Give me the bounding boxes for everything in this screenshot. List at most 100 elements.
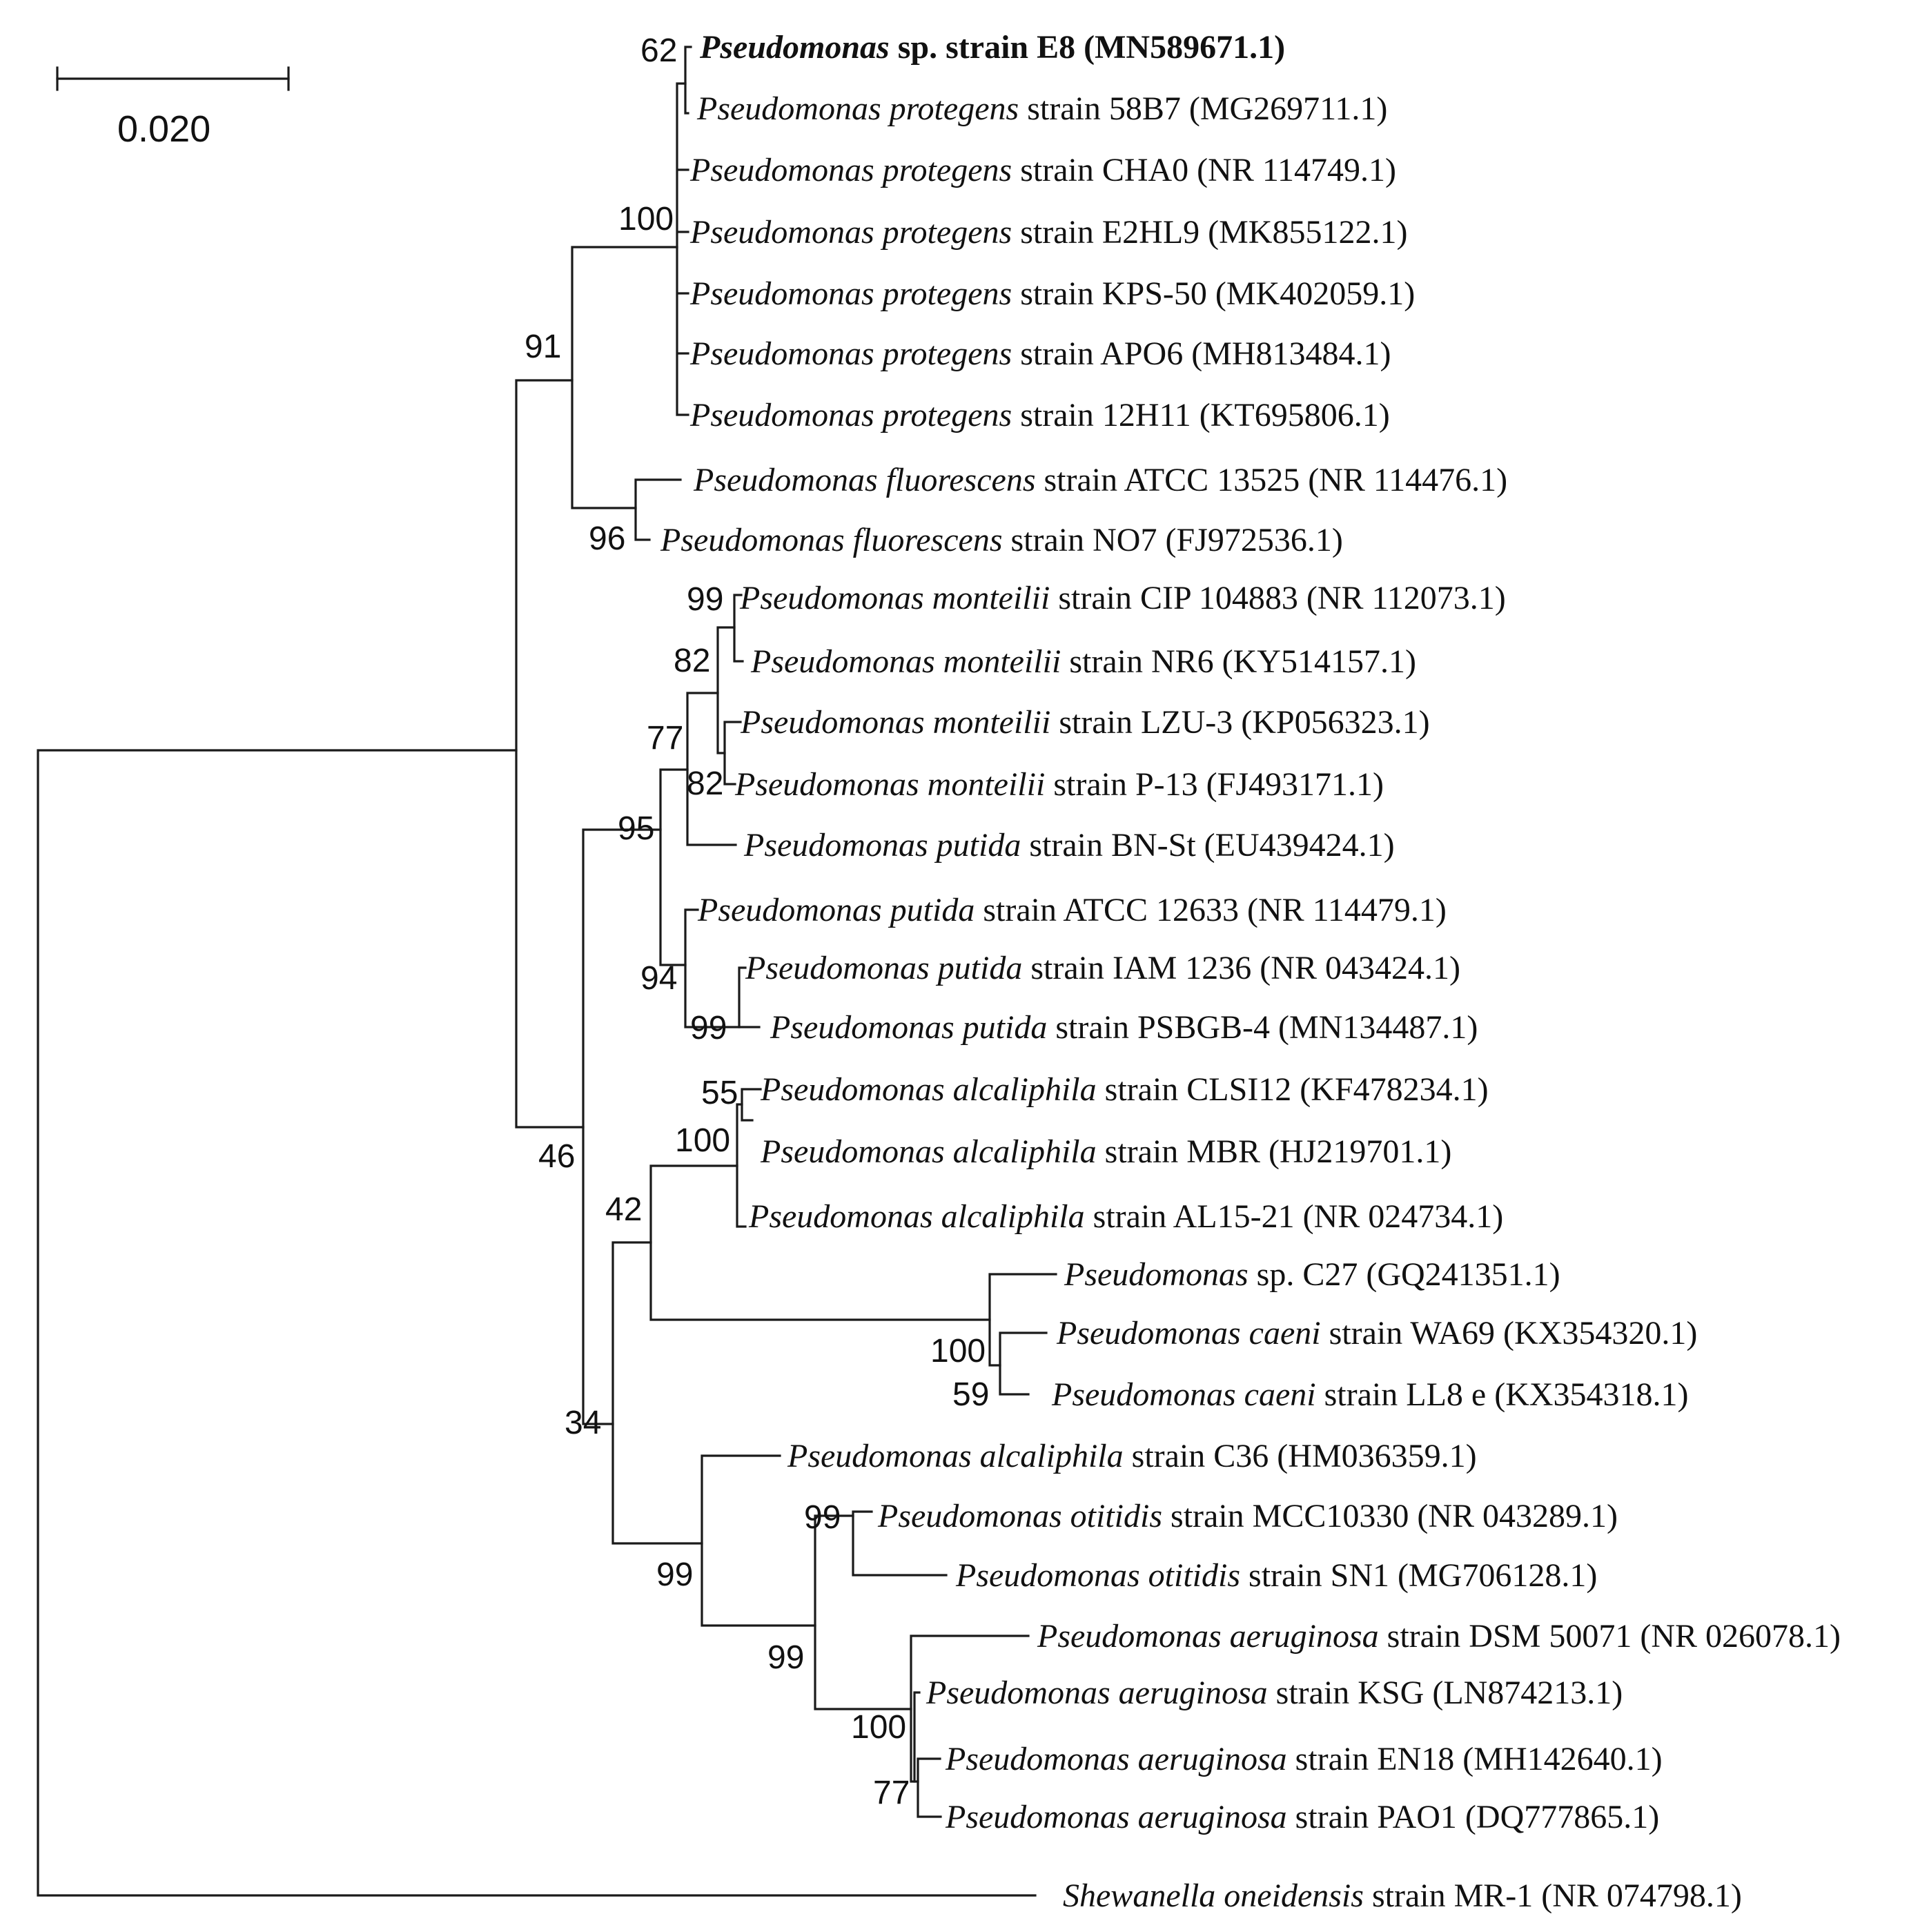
bootstrap-label: 77 xyxy=(647,720,683,757)
taxon-strain: PSBGB-4 xyxy=(1129,1009,1270,1046)
taxon-accession: (MH142640.1) xyxy=(1454,1741,1662,1777)
taxon-accession: (MG706128.1) xyxy=(1389,1557,1597,1594)
taxon-accession: (GQ241351.1) xyxy=(1358,1256,1560,1293)
taxon-species: alcaliphila xyxy=(945,1071,1097,1108)
bootstrap-label: 100 xyxy=(930,1333,986,1369)
taxon-strain: 12H11 xyxy=(1094,397,1191,433)
taxon-genus: Pseudomonas xyxy=(740,704,925,741)
taxon-genus: Pseudomonas xyxy=(760,1133,945,1170)
taxon-label: Pseudomonas putida strain ATCC 12633 (NR… xyxy=(697,892,1447,928)
taxon-label: Pseudomonas protegens strain CHA0 (NR 11… xyxy=(689,152,1396,188)
bootstrap-values: 62 100 91 96 99 82 77 82 95 94 99 55 100… xyxy=(525,32,989,1811)
taxon-species: putida xyxy=(930,950,1023,986)
taxon-accession: (NR 114479.1) xyxy=(1239,892,1447,928)
taxon-genus: Pseudomonas xyxy=(1051,1376,1236,1413)
taxon-genus: Pseudomonas xyxy=(739,580,924,616)
taxon-genus: Pseudomonas xyxy=(1064,1256,1249,1293)
bootstrap-label: 82 xyxy=(674,643,710,679)
taxon-genus: Shewanella xyxy=(1063,1877,1215,1914)
taxon-strain: MCC10330 xyxy=(1244,1498,1409,1534)
taxon-strain-word: strain xyxy=(1162,1498,1244,1534)
taxon-accession: (MH813484.1) xyxy=(1183,335,1391,372)
taxon-genus: Pseudomonas xyxy=(955,1557,1140,1594)
taxon-species: fluorescens xyxy=(845,522,1003,558)
taxon-strain: EN18 xyxy=(1369,1741,1454,1777)
taxon-genus: Pseudomonas xyxy=(787,1438,972,1474)
taxon-species: fluorescens xyxy=(878,462,1036,498)
taxon-species: oneidensis xyxy=(1215,1877,1364,1914)
taxon-strain: BN-St xyxy=(1103,827,1196,863)
taxon-genus: Pseudomonas xyxy=(660,522,845,558)
taxon-accession: (DQ777865.1) xyxy=(1457,1799,1659,1835)
taxon-strain-word: strain xyxy=(1036,462,1118,498)
taxon-label: Pseudomonas alcaliphila strain MBR (HJ21… xyxy=(760,1133,1451,1170)
taxon-accession: (MN589671.1) xyxy=(1075,29,1285,66)
taxon-accession: (MG269711.1) xyxy=(1181,90,1388,127)
taxon-genus: Pseudomonas xyxy=(734,766,919,803)
taxon-label: Pseudomonas sp. strain E8 (MN589671.1) xyxy=(699,29,1285,66)
taxon-label: Pseudomonas otitidis strain MCC10330 (NR… xyxy=(877,1498,1618,1534)
taxon-accession: (KX354320.1) xyxy=(1495,1315,1697,1352)
taxon-strain: CLSI12 xyxy=(1178,1071,1291,1108)
taxon-label: Pseudomonas alcaliphila strain CLSI12 (K… xyxy=(760,1071,1489,1108)
taxon-strain: SN1 xyxy=(1322,1557,1389,1594)
taxon-labels: Pseudomonas sp. strain E8 (MN589671.1)Ps… xyxy=(660,29,1841,1914)
taxon-strain: CIP 104883 xyxy=(1132,580,1298,616)
taxon-species: alcaliphila xyxy=(945,1133,1097,1170)
taxon-species: protegens xyxy=(874,275,1012,312)
taxon-accession: (HJ219701.1) xyxy=(1260,1133,1451,1170)
taxon-strain-word: strain xyxy=(1321,1315,1403,1352)
taxon-species: protegens xyxy=(874,335,1012,372)
taxon-species: protegens xyxy=(881,90,1019,127)
taxon-accession: (NR 043289.1) xyxy=(1409,1498,1618,1534)
taxon-genus: Pseudomonas xyxy=(748,1198,933,1235)
taxon-strain: CHA0 xyxy=(1094,152,1188,188)
taxon-strain: KPS-50 xyxy=(1094,275,1207,312)
taxon-strain-word: strain xyxy=(1240,1557,1322,1594)
taxon-label: Pseudomonas monteilii strain CIP 104883 … xyxy=(739,580,1506,616)
taxon-genus: Pseudomonas xyxy=(1037,1618,1222,1655)
taxon-label: Pseudomonas fluorescens strain NO7 (FJ97… xyxy=(660,522,1343,558)
taxon-strain: strain E8 xyxy=(937,29,1075,66)
taxon-genus: Pseudomonas xyxy=(743,827,928,863)
bootstrap-label: 55 xyxy=(701,1075,738,1111)
taxon-strain-word: strain xyxy=(1021,827,1103,863)
taxon-strain-word: strain xyxy=(1097,1071,1179,1108)
taxon-label: Pseudomonas protegens strain APO6 (MH813… xyxy=(689,335,1391,372)
taxon-strain-word: strain xyxy=(1061,643,1143,680)
taxon-species: putida xyxy=(928,827,1021,863)
taxon-genus: Pseudomonas xyxy=(689,214,874,251)
taxon-label: Pseudomonas alcaliphila strain C36 (HM03… xyxy=(787,1438,1477,1474)
taxon-species: monteilii xyxy=(925,704,1051,741)
taxon-strain: LZU-3 xyxy=(1133,704,1233,741)
bootstrap-label: 34 xyxy=(565,1405,601,1441)
taxon-label: Pseudomonas protegens strain 12H11 (KT69… xyxy=(689,397,1390,433)
taxon-species: caeni xyxy=(1236,1376,1316,1413)
taxon-genus: Pseudomonas xyxy=(945,1799,1130,1835)
taxon-genus: Pseudomonas xyxy=(699,29,890,66)
taxon-strain: MR-1 xyxy=(1446,1877,1534,1914)
taxon-accession: (NR 114749.1) xyxy=(1188,152,1396,188)
taxon-strain-word: strain xyxy=(1012,397,1094,433)
taxon-species: monteilii xyxy=(919,766,1046,803)
taxon-strain-word: strain xyxy=(1045,766,1127,803)
taxon-label: Pseudomonas aeruginosa strain KSG (LN874… xyxy=(926,1675,1623,1711)
taxon-accession: (EU439424.1) xyxy=(1196,827,1395,863)
taxon-label: Pseudomonas fluorescens strain ATCC 1352… xyxy=(693,462,1507,498)
taxon-strain-word: strain xyxy=(1097,1133,1179,1170)
taxon-accession: (LN874213.1) xyxy=(1424,1675,1623,1711)
taxon-strain-word: strain xyxy=(1047,1009,1129,1046)
bootstrap-label: 77 xyxy=(873,1775,910,1811)
taxon-strain-word: strain xyxy=(1287,1799,1369,1835)
taxon-accession: (KF478234.1) xyxy=(1291,1071,1488,1108)
bootstrap-label: 100 xyxy=(851,1709,906,1746)
bootstrap-label: 99 xyxy=(690,1010,727,1046)
taxon-label: Pseudomonas monteilii strain LZU-3 (KP05… xyxy=(740,704,1430,741)
taxon-strain: AL15-21 xyxy=(1166,1198,1294,1235)
taxon-label: Pseudomonas caeni strain WA69 (KX354320.… xyxy=(1056,1315,1697,1352)
taxon-label: Pseudomonas putida strain BN-St (EU43942… xyxy=(743,827,1395,863)
taxon-strain: WA69 xyxy=(1402,1315,1495,1352)
taxon-strain: ATCC 12633 xyxy=(1057,892,1239,928)
taxon-strain: PAO1 xyxy=(1369,1799,1457,1835)
